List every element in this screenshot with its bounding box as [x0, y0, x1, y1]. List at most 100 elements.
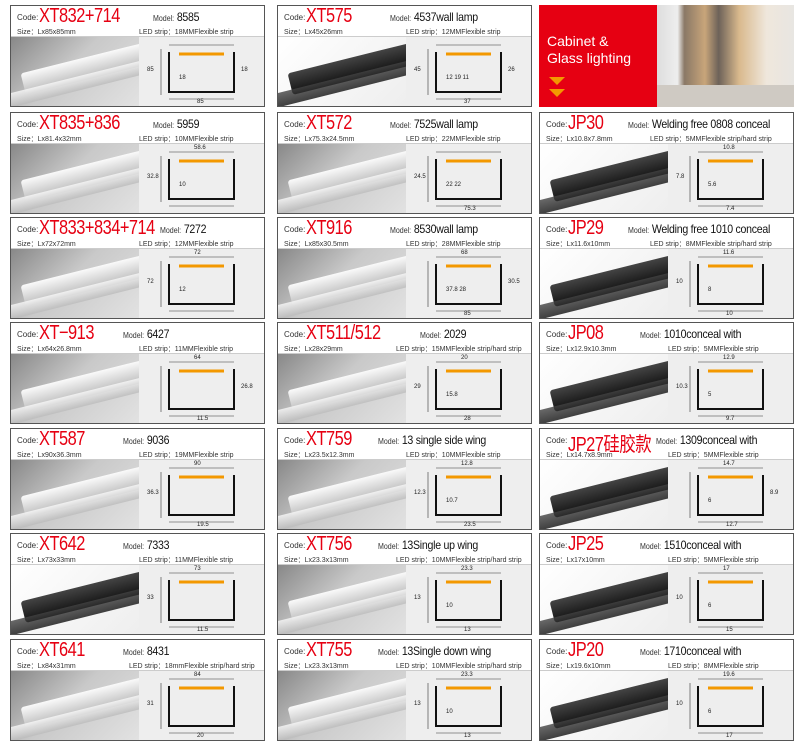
product-code: XT756 — [306, 533, 352, 555]
model-value: 6427 — [146, 327, 170, 341]
dimension-bottom: 13 — [464, 733, 471, 739]
size-label: Size： — [284, 452, 305, 459]
product-size: Size：Lx23.3x13mm — [284, 555, 349, 565]
dimension-left: 85 — [147, 67, 154, 73]
model-value: 7525wall lamp — [413, 117, 478, 131]
model-label: Model: — [420, 331, 442, 340]
profile-photo — [278, 565, 406, 634]
product-size: Size：Lx28x29mm — [284, 344, 343, 354]
code-label: Code: — [546, 225, 568, 234]
product-model: Model: 4537wall lamp — [390, 10, 478, 24]
code-label: Code: — [284, 647, 306, 656]
model-value: 5959 — [176, 117, 200, 131]
profile-cross-section — [689, 361, 764, 417]
dimension-right: 18 — [241, 67, 248, 73]
product-code: XT832+714 — [39, 5, 120, 27]
profile-cross-section — [689, 572, 764, 628]
product-code: JP08 — [568, 322, 604, 344]
dimension-left: 12.3 — [414, 490, 426, 496]
model-value: 13 single side wing — [401, 433, 487, 447]
size-value: Lx84x31mm — [37, 663, 76, 670]
product-code: XT572 — [306, 112, 352, 134]
led-label: LED strip： — [668, 663, 704, 670]
size-value: Lx12.9x10.3mm — [566, 346, 617, 353]
profile-photo — [278, 671, 406, 740]
down-arrow-icon — [549, 89, 565, 97]
model-label: Model: — [640, 331, 662, 340]
banner-red-panel: Cabinet & Glass lighting — [539, 5, 657, 107]
code-label: Code: — [17, 13, 39, 22]
code-label: Code: — [284, 436, 306, 445]
dimension-bottom: 19.5 — [197, 522, 209, 528]
product-code: XT833+834+714 — [39, 217, 155, 239]
led-value: 10MMFlexible strip/hard strip — [431, 663, 522, 670]
led-label: LED strip： — [129, 663, 165, 670]
product-code: XT−913 — [39, 322, 94, 344]
led-label: LED strip： — [396, 346, 432, 353]
dimension-bottom: 17 — [726, 733, 733, 739]
size-label: Size： — [546, 663, 567, 670]
led-value: 22MMFlexible strip — [441, 136, 501, 143]
led-value: 19MMFlexible strip — [174, 452, 234, 459]
product-model: Model: 1710conceal with — [640, 644, 741, 658]
model-label: Model: — [628, 226, 650, 235]
led-label: LED strip： — [139, 452, 175, 459]
dimension-inner: 10.7 — [446, 498, 458, 504]
size-value: Lx23.5x12.3mm — [304, 452, 355, 459]
code-label: Code: — [546, 120, 568, 129]
dimension-left: 29 — [414, 384, 421, 390]
dimension-inner: 10 — [446, 603, 453, 609]
profile-cross-section — [427, 151, 502, 207]
led-strip: LED strip：10MMFlexible strip/hard strip — [396, 555, 522, 565]
banner-title-line1: Cabinet & — [547, 33, 609, 49]
dimension-bottom: 85 — [464, 311, 471, 317]
product-size: Size：Lx81.4x32mm — [17, 134, 82, 144]
dimension-inner: 10 — [446, 709, 453, 715]
dimension-bottom: 7.4 — [726, 206, 735, 212]
product-code: XT916 — [306, 217, 352, 239]
model-value: Welding free 1010 conceal — [651, 222, 771, 236]
product-size: Size：Lx75.3x24.5mm — [284, 134, 354, 144]
dimension-top: 72 — [194, 250, 201, 256]
size-value: Lx45x26mm — [304, 29, 343, 36]
code-label: Code: — [284, 330, 306, 339]
dimension-left: 36.3 — [147, 490, 159, 496]
product-code: XT755 — [306, 639, 352, 661]
led-strip: LED strip：15MMFlexible strip/hard strip — [396, 344, 522, 354]
led-strip: LED strip：12MMFlexible strip — [139, 239, 234, 249]
dimension-top: 19.6 — [723, 672, 735, 678]
dimension-inner: 6 — [708, 603, 712, 609]
dimension-top: 12.9 — [723, 355, 735, 361]
led-label: LED strip： — [139, 346, 175, 353]
product-model: Model: 13Single down wing — [378, 644, 491, 658]
product-code: XT642 — [39, 533, 85, 555]
